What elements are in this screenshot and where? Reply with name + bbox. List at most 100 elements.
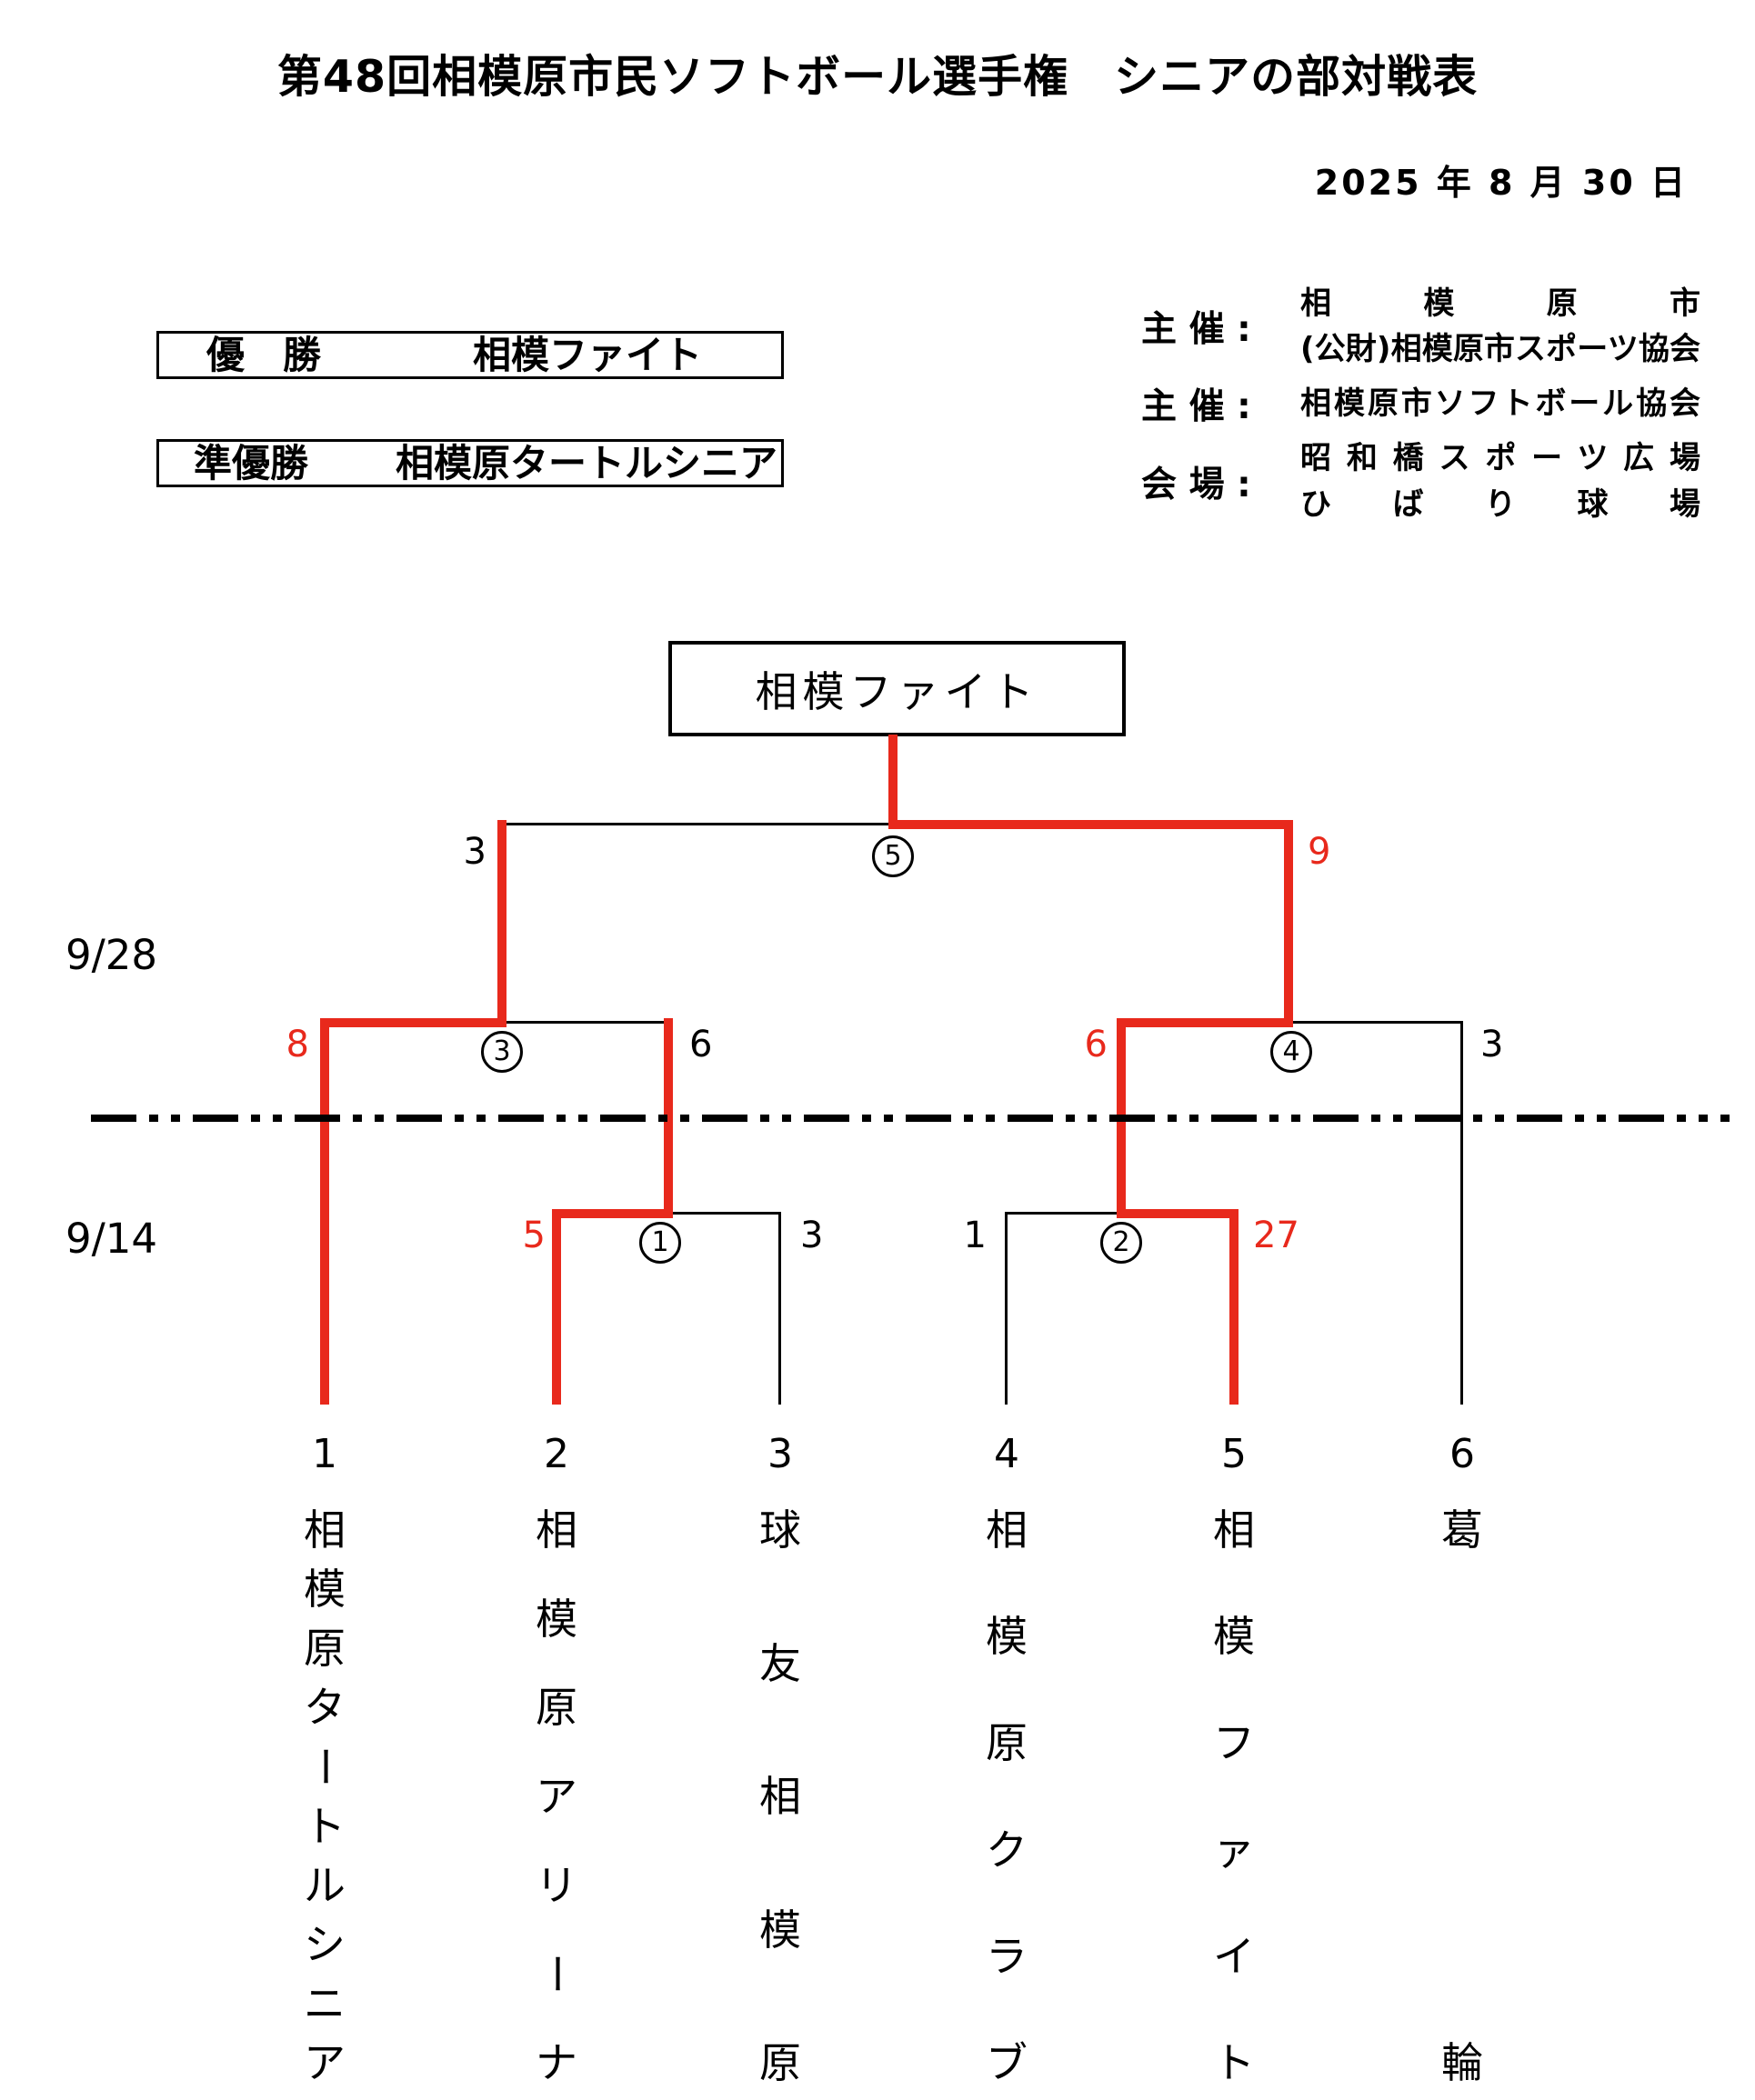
score-m4-left: 6 (1084, 1024, 1108, 1065)
organizer-row-2: 主 催 : 相模原市ソフトボール協会 (1141, 378, 1710, 429)
winner-path-team2 (552, 1209, 561, 1405)
winner-path-m3-left (320, 1018, 506, 1027)
organizer-label: 主 催 : (1141, 386, 1251, 428)
page-title: 第48回相模原市民ソフトボール選手権 シニアの部対戦表 (276, 51, 1479, 103)
team-number: 1 (312, 1431, 337, 1477)
team-name: 球友相模原 (759, 1509, 801, 2084)
team-name-char: 模 (1213, 1612, 1255, 1662)
organizer-values: 相模原市 (公財)相模原市スポーツ協会 (1300, 284, 1700, 369)
score-m4-right: 3 (1480, 1024, 1504, 1065)
round-label-semifinal: 9/28 (65, 931, 158, 979)
runner-up-result-box: 準優勝 相模原タートルシニア (156, 439, 784, 487)
team-name-char: シ (304, 1919, 346, 1969)
team-name-char: 原 (304, 1624, 346, 1674)
team-name-char: タ (304, 1683, 346, 1733)
winner-path-team5 (1229, 1209, 1239, 1405)
round-separator-line (91, 1115, 1730, 1122)
team-number: 4 (994, 1431, 1019, 1477)
winner-path-m1-left (552, 1209, 673, 1218)
team-name: 相模原タートルシニア (300, 1505, 349, 2087)
round-label-firstround: 9/14 (65, 1215, 158, 1263)
champion-result-box: 優 勝 相模ファイト (156, 331, 784, 379)
team-name-char: 相 (1213, 1505, 1255, 1555)
bracket-line-team3 (778, 1212, 781, 1405)
winner-path-m4-junction (1284, 820, 1293, 1027)
score-m3-left: 8 (286, 1024, 309, 1065)
bracket-line-team6 (1460, 1021, 1463, 1405)
team-name-char: 原 (986, 1718, 1028, 1768)
match-number-2: 2 (1100, 1222, 1142, 1264)
team-name-char: ア (536, 1771, 577, 1821)
team-name: 葛輪 (1441, 1509, 1483, 2084)
runner-up-team-name: 相模原タートルシニア (396, 440, 778, 485)
venue-row: 会 場 : 昭和橋スポーツ広場 ひばり球場 (1141, 438, 1710, 524)
team-name-char: ラ (986, 1931, 1028, 1981)
team-name-char: ニ (304, 1978, 346, 2028)
bracket-line-m2-left (1007, 1212, 1121, 1215)
bracket-line-final-left (502, 823, 893, 825)
team-column-2: 2 相模原アリーナ (520, 1435, 593, 2084)
team-name-char: 模 (536, 1594, 577, 1644)
team-column-1: 1 相模原タートルシニア (288, 1435, 361, 2084)
match-number-1: 1 (639, 1222, 681, 1264)
score-m2-right: 27 (1253, 1215, 1299, 1256)
bracket-winner-name: 相模ファイト (755, 666, 1039, 716)
score-m1-left: 5 (522, 1215, 546, 1256)
winner-path-m3-junction (497, 820, 506, 1027)
team-name-char: 模 (759, 1905, 801, 1955)
team-name-char: 相 (986, 1505, 1028, 1555)
team-number: 2 (544, 1431, 569, 1477)
winner-path-team1 (320, 1018, 329, 1405)
organizer-row: 主 催 : 相模原市 (公財)相模原市スポーツ協会 (1141, 284, 1710, 369)
team-name-char: ナ (536, 2037, 577, 2087)
bracket-winner-box: 相模ファイト (668, 641, 1126, 736)
team-name-char: ク (986, 1825, 1028, 1875)
team-name-char: ア (304, 2037, 346, 2087)
organizer-line: 相模原市ソフトボール協会 (1300, 385, 1700, 423)
match-number-3: 3 (481, 1031, 523, 1073)
team-name-char: 相 (759, 1772, 801, 1821)
team-name: 相模原アリーナ (532, 1509, 581, 2087)
winner-path-m2-right (1117, 1209, 1239, 1218)
winner-path-m4-left (1117, 1018, 1293, 1027)
team-name: 相模ファイト (1213, 1509, 1255, 2084)
bracket-line-m1-right (668, 1212, 780, 1215)
venue-label: 会 場 : (1141, 464, 1251, 505)
runner-up-label: 準優勝 (194, 440, 309, 485)
venue-line: 昭和橋スポーツ広場 (1300, 440, 1700, 477)
score-final-left: 3 (463, 831, 486, 873)
team-column-3: 3 球友相模原 (744, 1431, 817, 2085)
team-column-4: 4 相模原クラブ (970, 1435, 1043, 2084)
bracket-line-m4-right (1289, 1021, 1462, 1024)
bracket-line-m3-right (502, 1021, 668, 1024)
score-m2-left: 1 (963, 1215, 987, 1256)
team-name-char: 相 (304, 1505, 346, 1555)
score-final-right: 9 (1308, 831, 1331, 873)
team-name-char: ト (304, 1801, 346, 1851)
venue-line: ひばり球場 (1300, 485, 1700, 523)
team-name-char: 原 (536, 1683, 577, 1733)
organizer-label: 主 催 : (1141, 309, 1251, 351)
organizer-line: 相模原市 (1300, 285, 1700, 322)
team-name-char: 葛 (1441, 1505, 1483, 1555)
team-name-char: ァ (1213, 1825, 1255, 1875)
team-name: 相模原クラブ (986, 1509, 1028, 2084)
score-m1-right: 3 (800, 1215, 824, 1256)
team-number: 3 (767, 1431, 793, 1477)
team-number: 5 (1221, 1431, 1247, 1477)
team-name-char: 球 (759, 1505, 801, 1555)
champion-team-name: 相模ファイト (473, 332, 703, 377)
organizer-values: 相模原市ソフトボール協会 (1300, 384, 1700, 424)
event-info: 主 催 : 相模原市 (公財)相模原市スポーツ協会 主 催 : 相模原市ソフトボ… (1141, 284, 1710, 525)
winner-path-final-right (888, 820, 1293, 829)
team-name-char: ト (1213, 2037, 1255, 2087)
match-number-5: 5 (872, 835, 914, 877)
team-name-char: リ (536, 1860, 577, 1910)
venue-values: 昭和橋スポーツ広場 ひばり球場 (1300, 438, 1700, 524)
team-name-char: ブ (986, 2037, 1028, 2087)
team-name-char: イ (1213, 1931, 1255, 1981)
team-name-char: 友 (759, 1638, 801, 1688)
champion-label: 優 勝 (206, 332, 322, 377)
match-number-4: 4 (1270, 1031, 1312, 1073)
